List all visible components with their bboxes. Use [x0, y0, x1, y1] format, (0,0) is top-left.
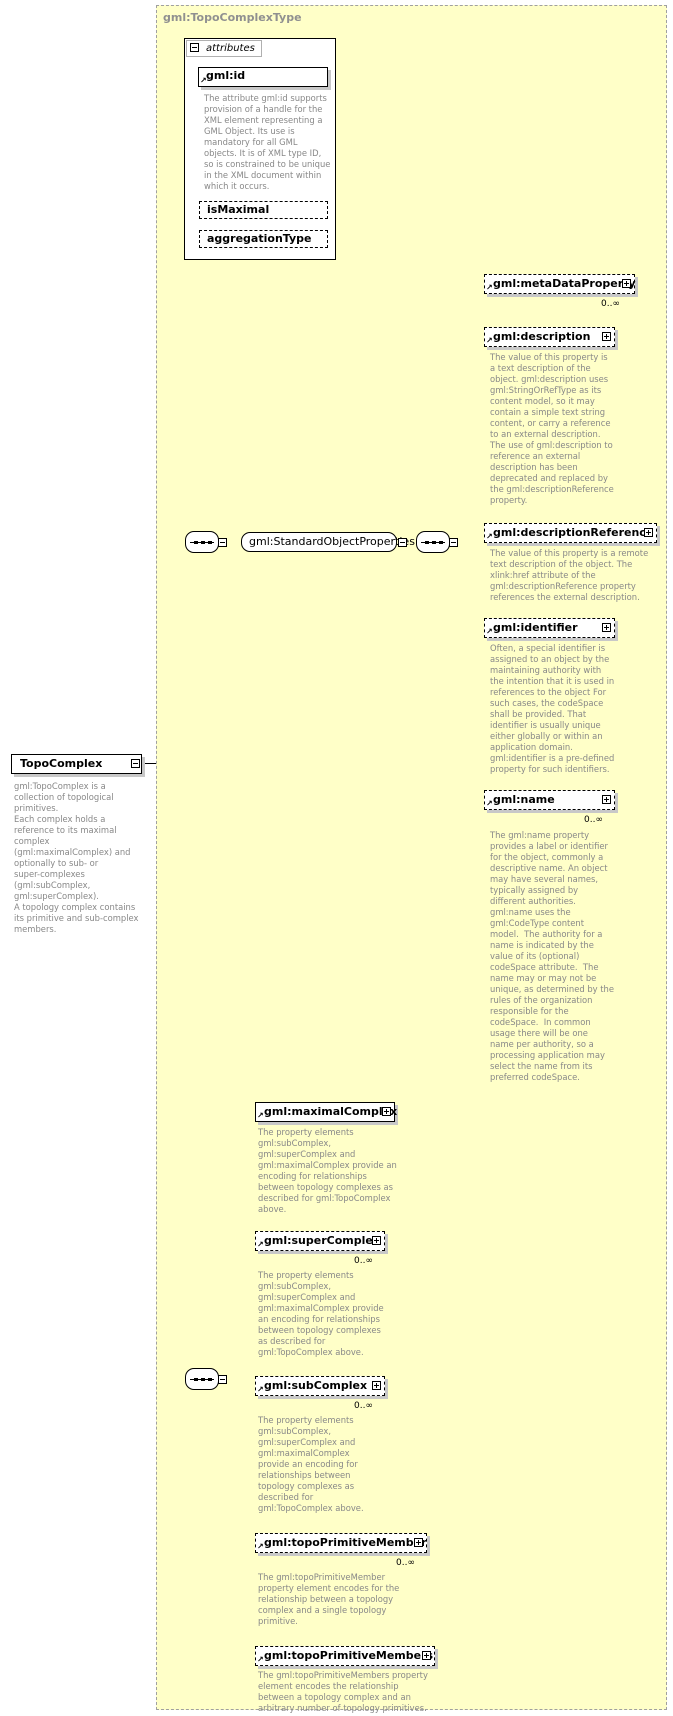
attribute-gml-id-description: The attribute gml:id supports provision … [204, 93, 331, 191]
reference-arrow-icon: ↗ [200, 76, 207, 85]
reference-arrow-icon: ↗ [257, 1111, 264, 1120]
attribute-is-maximal[interactable]: isMaximal [199, 201, 328, 219]
element-label: gml:maximalComplex [264, 1105, 398, 1118]
element-topo-primitive-members[interactable]: ↗ gml:topoPrimitiveMembers [255, 1646, 435, 1666]
reference-arrow-icon: ↗ [257, 1385, 264, 1394]
element-label: gml:topoPrimitiveMember [264, 1536, 427, 1549]
cardinality: 0..∞ [584, 815, 603, 825]
attribute-label: gml:id [206, 69, 246, 82]
reference-arrow-icon: ↗ [257, 1655, 264, 1664]
reference-arrow-icon: ↗ [486, 799, 493, 808]
root-element-label: TopoComplex [20, 757, 103, 770]
attribute-label: aggregationType [207, 232, 312, 245]
collapse-icon[interactable] [398, 538, 407, 547]
element-name-text: The gml:name property provides a label o… [490, 830, 615, 1082]
expand-icon[interactable] [622, 279, 631, 288]
element-identifier-text: Often, a special identifier is assigned … [490, 643, 615, 774]
root-description: gml:TopoComplex is a collection of topol… [14, 781, 139, 934]
attribute-label: isMaximal [207, 203, 270, 216]
collapse-icon[interactable] [449, 538, 458, 547]
reference-arrow-icon: ↗ [257, 1240, 264, 1249]
collapse-icon[interactable] [131, 759, 140, 768]
element-topo-primitive-member[interactable]: ↗ gml:topoPrimitiveMember [255, 1530, 430, 1553]
element-sub-complex-text: The property elements gml:subComplex, gm… [258, 1415, 364, 1513]
element-topo-primitive-members-text: The gml:topoPrimitiveMembers property el… [258, 1670, 428, 1713]
attribute-aggregation-type[interactable]: aggregationType [199, 230, 328, 248]
collapse-icon[interactable] [190, 43, 199, 52]
group-standard-object-properties[interactable]: gml:StandardObjectProperties [241, 532, 415, 552]
expand-icon[interactable] [414, 1538, 423, 1547]
element-label: gml:subComplex [264, 1379, 368, 1392]
reference-arrow-icon: ↗ [486, 627, 493, 636]
element-maximal-complex-text: The property elements gml:subComplex, gm… [258, 1127, 397, 1214]
element-label: gml:descriptionReference [493, 526, 654, 539]
element-label: gml:topoPrimitiveMembers [264, 1649, 434, 1662]
root-element[interactable]: TopoComplex [11, 754, 142, 774]
expand-icon[interactable] [602, 623, 611, 632]
sequence-compositor [185, 1368, 219, 1390]
sequence-compositor [416, 531, 450, 553]
element-description-reference[interactable]: ↗ gml:descriptionReference [484, 523, 657, 543]
reference-arrow-icon: ↗ [257, 1542, 264, 1551]
expand-icon[interactable] [372, 1236, 381, 1245]
attributes-header[interactable]: attributes [186, 40, 262, 57]
sequence-compositor [185, 531, 219, 553]
element-super-complex-text: The property elements gml:subComplex, gm… [258, 1270, 384, 1357]
reference-arrow-icon: ↗ [486, 283, 493, 292]
expand-icon[interactable] [422, 1651, 431, 1660]
collapse-icon[interactable] [218, 1375, 227, 1384]
cardinality: 0..∞ [396, 1558, 415, 1568]
element-maximal-complex[interactable]: ↗ gml:maximalComplex [255, 1102, 398, 1122]
element-metadata-property[interactable]: ↗ gml:metaDataProperty [484, 271, 638, 294]
element-label: gml:metaDataProperty [493, 277, 636, 290]
collapse-icon[interactable] [218, 538, 227, 547]
expand-icon[interactable] [602, 332, 611, 341]
element-name[interactable]: ↗ gml:name [484, 787, 618, 810]
expand-icon[interactable] [644, 528, 653, 537]
element-description-reference-text: The value of this property is a remote t… [490, 548, 649, 602]
element-topo-primitive-member-text: The gml:topoPrimitiveMember property ele… [258, 1572, 400, 1626]
attribute-gml-id[interactable]: ↗ gml:id [198, 67, 328, 87]
element-super-complex[interactable]: ↗ gml:superComplex [255, 1228, 388, 1251]
expand-icon[interactable] [372, 1381, 381, 1390]
expand-icon[interactable] [602, 795, 611, 804]
element-label: gml:description [493, 330, 591, 343]
element-sub-complex[interactable]: ↗ gml:subComplex [255, 1373, 388, 1396]
cardinality: 0..∞ [354, 1256, 373, 1266]
expand-icon[interactable] [382, 1107, 391, 1116]
complex-type-name: gml:TopoComplexType [163, 11, 302, 24]
group-label: gml:StandardObjectProperties [249, 535, 415, 548]
reference-arrow-icon: ↗ [486, 532, 493, 541]
attributes-header-label: attributes [206, 43, 255, 54]
element-label: gml:superComplex [264, 1234, 380, 1247]
cardinality: 0..∞ [354, 1401, 373, 1411]
reference-arrow-icon: ↗ [486, 336, 493, 345]
element-description[interactable]: ↗ gml:description [484, 327, 615, 347]
element-label: gml:name [493, 793, 555, 806]
element-label: gml:identifier [493, 621, 578, 634]
element-identifier[interactable]: ↗ gml:identifier [484, 618, 615, 638]
cardinality: 0..∞ [601, 299, 620, 309]
element-description-text: The value of this property is a text des… [490, 352, 614, 505]
